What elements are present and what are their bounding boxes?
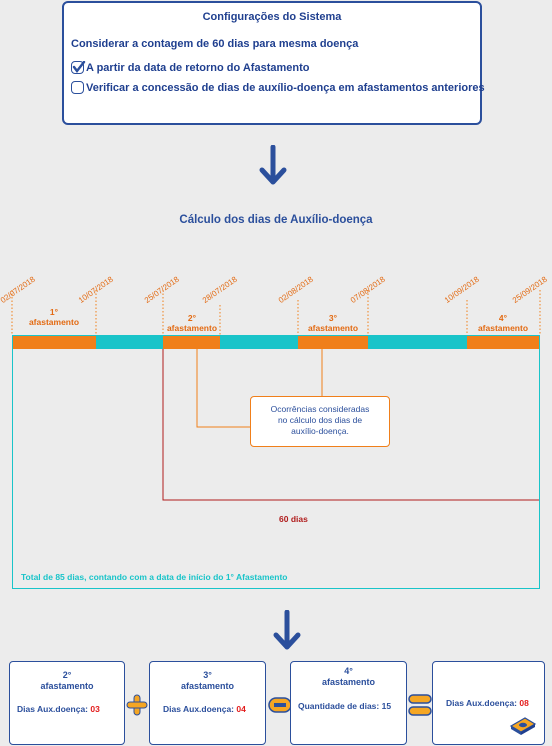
minus-operator-icon bbox=[268, 697, 292, 718]
checkbox-checked-icon[interactable] bbox=[71, 61, 86, 74]
card-label: afastamento bbox=[180, 681, 234, 691]
sixty-days-bracket bbox=[162, 349, 540, 501]
total-period-box bbox=[12, 335, 540, 589]
period-label-2: 2°afastamento bbox=[166, 313, 218, 333]
card-value-line: Quantidade de dias: 15 bbox=[298, 701, 392, 711]
note-line: auxílio-doença. bbox=[291, 426, 349, 436]
calc-title: Cálculo dos dias de Auxílio-doença bbox=[179, 214, 373, 226]
sixty-days-label: 60 dias bbox=[279, 514, 308, 524]
option-label: A partir da data de retorno do Afastamen… bbox=[86, 61, 310, 74]
arrow-down-icon bbox=[273, 610, 301, 650]
note-line: no cálculo dos dias de bbox=[277, 415, 363, 425]
occurrences-note-box: Ocorrências consideradas no cálculo dos … bbox=[250, 396, 390, 447]
card-label: afastamento bbox=[321, 677, 375, 687]
note-line: Ocorrências consideradas bbox=[270, 404, 370, 414]
period-label-1: 1°afastamento bbox=[28, 307, 80, 327]
card-leave-4: 4°afastamento Quantidade de dias: 15 bbox=[290, 661, 407, 745]
checkbox-empty-icon[interactable] bbox=[71, 81, 84, 94]
card-leave-2: 2°afastamento Dias Aux.doença: 03 bbox=[9, 661, 125, 745]
config-subtitle: Considerar a contagem de 60 dias para me… bbox=[71, 38, 359, 50]
card-label: afastamento bbox=[40, 681, 94, 691]
config-title: Configurações do Sistema bbox=[202, 11, 342, 23]
money-icon bbox=[509, 717, 537, 735]
card-result: Dias Aux.doença: 08 bbox=[432, 661, 545, 745]
plus-operator-icon bbox=[126, 694, 148, 721]
equals-operator-icon bbox=[408, 693, 432, 722]
leave-segment-4 bbox=[467, 335, 540, 349]
leave-segment-1 bbox=[12, 335, 96, 349]
option-previous-leaves[interactable]: Verificar a concessão de dias de auxílio… bbox=[71, 81, 485, 94]
arrow-down-icon bbox=[259, 145, 287, 185]
card-value-line: Dias Aux.doença: 03 bbox=[17, 704, 100, 714]
connector-line bbox=[196, 349, 250, 428]
timeline-bar bbox=[12, 335, 540, 349]
card-leave-3: 3°afastamento Dias Aux.doença: 04 bbox=[149, 661, 266, 745]
card-value-line: Dias Aux.doença: 04 bbox=[163, 704, 246, 714]
total-days-label: Total de 85 dias, contando com a data de… bbox=[21, 572, 288, 582]
card-ordinal: 2° bbox=[62, 670, 72, 680]
card-ordinal: 4° bbox=[344, 666, 353, 676]
card-value-line: Dias Aux.doença: 08 bbox=[446, 698, 529, 708]
option-label: Verificar a concessão de dias de auxílio… bbox=[86, 81, 485, 94]
leave-segment-3 bbox=[298, 335, 368, 349]
card-ordinal: 3° bbox=[203, 670, 212, 680]
option-return-date[interactable]: A partir da data de retorno do Afastamen… bbox=[71, 61, 310, 74]
leave-segment-2 bbox=[163, 335, 220, 349]
period-label-4: 4°afastamento bbox=[477, 313, 529, 333]
period-label-3: 3°afastamento bbox=[307, 313, 359, 333]
system-config-panel: Configurações do Sistema Considerar a co… bbox=[62, 1, 485, 125]
